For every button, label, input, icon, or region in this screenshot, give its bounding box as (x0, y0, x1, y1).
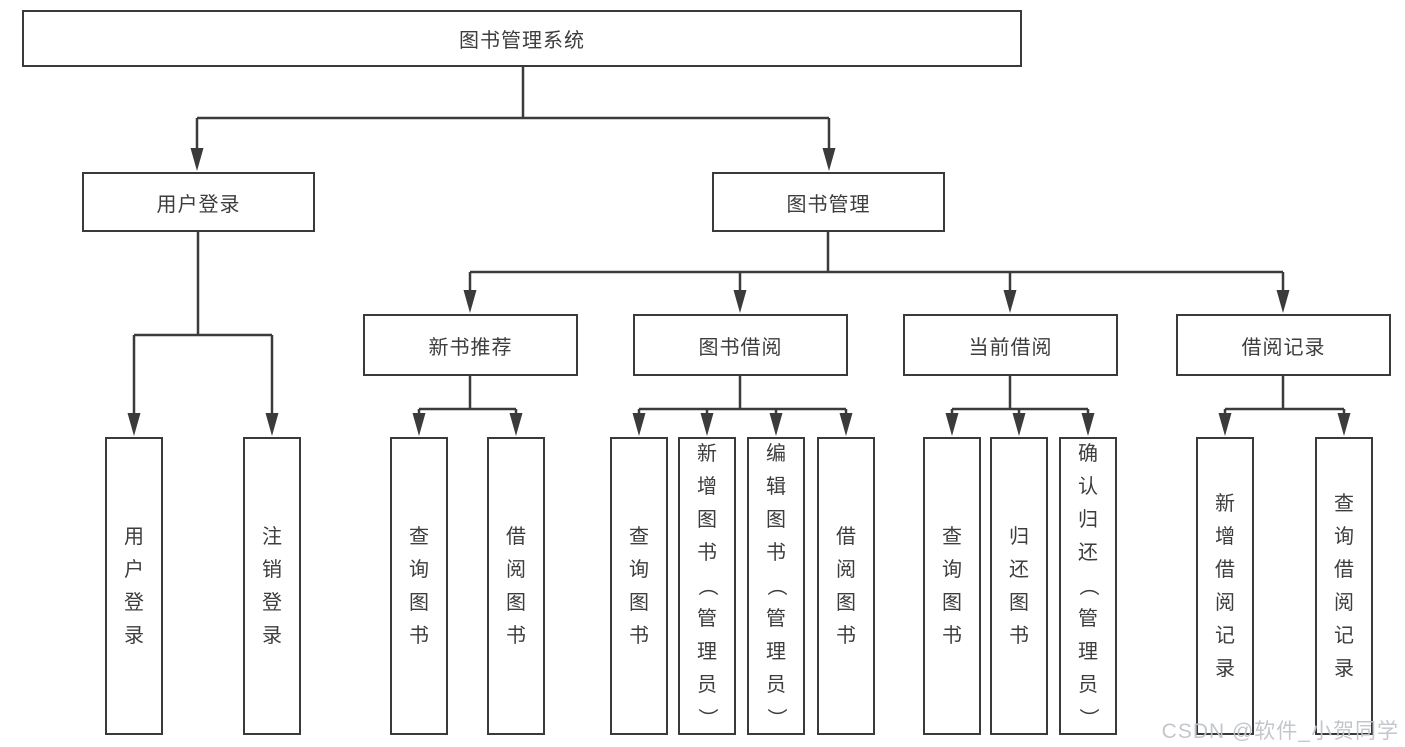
node-system-root: 图书管理系统 (22, 10, 1022, 67)
leaf-add-books-admin: 新增图书（管理员） (678, 437, 736, 735)
leaf-logout: 注销登录 (243, 437, 301, 735)
leaf-add-borrow-record: 新增借阅记录 (1196, 437, 1254, 735)
node-label: 当前借阅 (968, 336, 1053, 359)
node-label: 确认归还（管理员） (1077, 443, 1099, 728)
node-label: 借阅图书 (836, 525, 856, 647)
node-label: 用户登录 (124, 525, 144, 647)
node-borrowing-records: 借阅记录 (1176, 314, 1391, 376)
node-label: 图书借阅 (698, 336, 783, 359)
leaf-query-books-current: 查询图书 (923, 437, 981, 735)
leaf-return-books: 归还图书 (990, 437, 1048, 735)
leaf-borrow-books-recommend: 借阅图书 (487, 437, 545, 735)
node-label: 借阅图书 (506, 525, 526, 647)
leaf-user-login: 用户登录 (105, 437, 163, 735)
node-label: 新书推荐 (428, 336, 513, 359)
node-label: 新增图书（管理员） (696, 443, 718, 728)
csdn-watermark: CSDN @软件_小贺同学 (1161, 720, 1399, 743)
leaf-edit-books-admin: 编辑图书（管理员） (747, 437, 805, 735)
node-label: 编辑图书（管理员） (765, 443, 787, 728)
node-label: 查询图书 (942, 525, 962, 647)
node-label: 归还图书 (1009, 525, 1029, 647)
leaf-confirm-return-admin: 确认归还（管理员） (1059, 437, 1117, 735)
node-label: 图书管理系统 (459, 30, 585, 52)
leaf-query-books-borrow: 查询图书 (610, 437, 668, 735)
node-label: 新增借阅记录 (1215, 492, 1235, 680)
node-label: 查询图书 (409, 525, 429, 647)
node-label: 图书管理 (786, 193, 871, 216)
node-label: 借阅记录 (1241, 336, 1326, 359)
leaf-query-borrow-record: 查询借阅记录 (1315, 437, 1373, 735)
leaf-query-books-recommend: 查询图书 (390, 437, 448, 735)
node-label: 用户登录 (156, 193, 241, 216)
node-user-login-branch: 用户登录 (82, 172, 315, 232)
node-new-book-recommend: 新书推荐 (363, 314, 578, 376)
node-current-borrowing: 当前借阅 (903, 314, 1118, 376)
leaf-borrow-books: 借阅图书 (817, 437, 875, 735)
node-label: 查询借阅记录 (1334, 492, 1354, 680)
node-label: 注销登录 (262, 525, 282, 647)
node-book-management-branch: 图书管理 (712, 172, 945, 232)
node-label: 查询图书 (629, 525, 649, 647)
node-book-borrowing: 图书借阅 (633, 314, 848, 376)
arrowheads (127, 148, 1351, 436)
